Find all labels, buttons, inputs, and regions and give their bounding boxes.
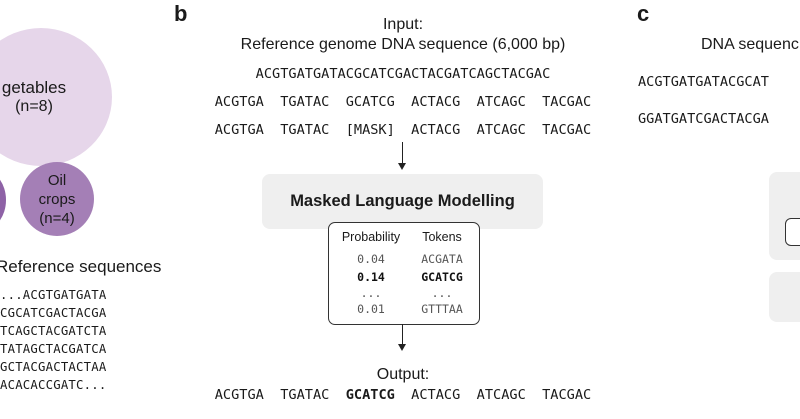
group-circle-partial	[0, 170, 6, 230]
sequence-masked: ACGTGA TGATAC [MASK] ACTACG ATCAGC TACGA…	[214, 122, 592, 138]
vegetables-count: (n=8)	[15, 98, 53, 115]
table-cell-token: ...	[431, 286, 453, 300]
panel-c-inner-box	[785, 218, 800, 246]
input-label: Input:	[382, 16, 424, 33]
output-sequence-before: ACGTGA TGATAC	[214, 387, 346, 403]
model-title: Masked Language Modelling	[290, 192, 515, 210]
reference-sequence: ...ACGTGATGATA	[0, 288, 107, 302]
oil-crops-label-line2: crops	[38, 190, 76, 208]
table-header-tokens: Tokens	[422, 230, 462, 244]
reference-sequence: CGCATCGACTACGA	[0, 306, 107, 320]
table-cell-probability: 0.01	[357, 302, 385, 316]
panel-letter-c: c	[637, 1, 650, 26]
table-cell-token: GCATCG	[421, 270, 463, 284]
output-sequence: ACGTGA TGATAC GCATCG ACTACG ATCAGC TACGA…	[193, 387, 613, 403]
reference-sequence: ACACACCGATC...	[0, 378, 107, 392]
reference-sequence-list: ...ACGTGATGATA CGCATCGACTACGA TCAGCTACGA…	[0, 286, 106, 394]
panel-c-output-box	[769, 272, 800, 322]
oil-crops-label-line1: Oil	[47, 171, 67, 189]
arrow-to-model	[402, 142, 404, 165]
panel-c-sequence-2: GGATGATCGACTACGA	[638, 111, 769, 127]
table-cell-probability: 0.14	[357, 270, 385, 284]
output-sequence-after: ACTACG ATCAGC TACGAC	[394, 387, 592, 403]
panel-c-title: DNA sequenc	[701, 36, 799, 53]
reference-sequence: TATAGCTACGATCA	[0, 342, 107, 356]
table-header-probability: Probability	[341, 230, 401, 244]
table-cell-probability: ...	[360, 286, 382, 300]
output-predicted-token: GCATCG	[345, 387, 395, 403]
table-cell-token: GTTTAA	[421, 302, 463, 316]
input-subtitle: Reference genome DNA sequence (6,000 bp)	[240, 36, 566, 53]
arrow-to-output	[402, 324, 404, 346]
oil-crops-count: (n=4)	[39, 209, 75, 227]
vegetables-circle: getables (n=8)	[0, 28, 112, 166]
model-box	[262, 174, 543, 229]
reference-sequences-title: Reference sequences	[0, 257, 162, 276]
panel-c-sequence-1: ACGTGATGATACGCAT	[638, 74, 769, 90]
table-cell-token: ACGATA	[421, 252, 463, 266]
arrow-to-output-head	[398, 344, 406, 351]
arrow-to-model-head	[398, 163, 406, 170]
oil-crops-circle: Oil crops (n=4)	[20, 162, 94, 236]
vegetables-label: getables	[1, 78, 67, 97]
sequence-full: ACGTGATGATACGCATCGACTACGATCAGCTACGAC	[255, 66, 551, 82]
table-cell-probability: 0.04	[357, 252, 385, 266]
sequence-tokenized: ACGTGA TGATAC GCATCG ACTACG ATCAGC TACGA…	[214, 94, 592, 110]
panel-c-model-box	[769, 172, 800, 260]
prediction-table: Probability Tokens 0.04 ACGATA 0.14 GCAT…	[328, 222, 480, 325]
panel-letter-b: b	[174, 1, 188, 26]
output-label: Output:	[376, 366, 430, 383]
reference-sequence: GCTACGACTACTAA	[0, 360, 107, 374]
reference-sequence: TCAGCTACGATCTA	[0, 324, 107, 338]
